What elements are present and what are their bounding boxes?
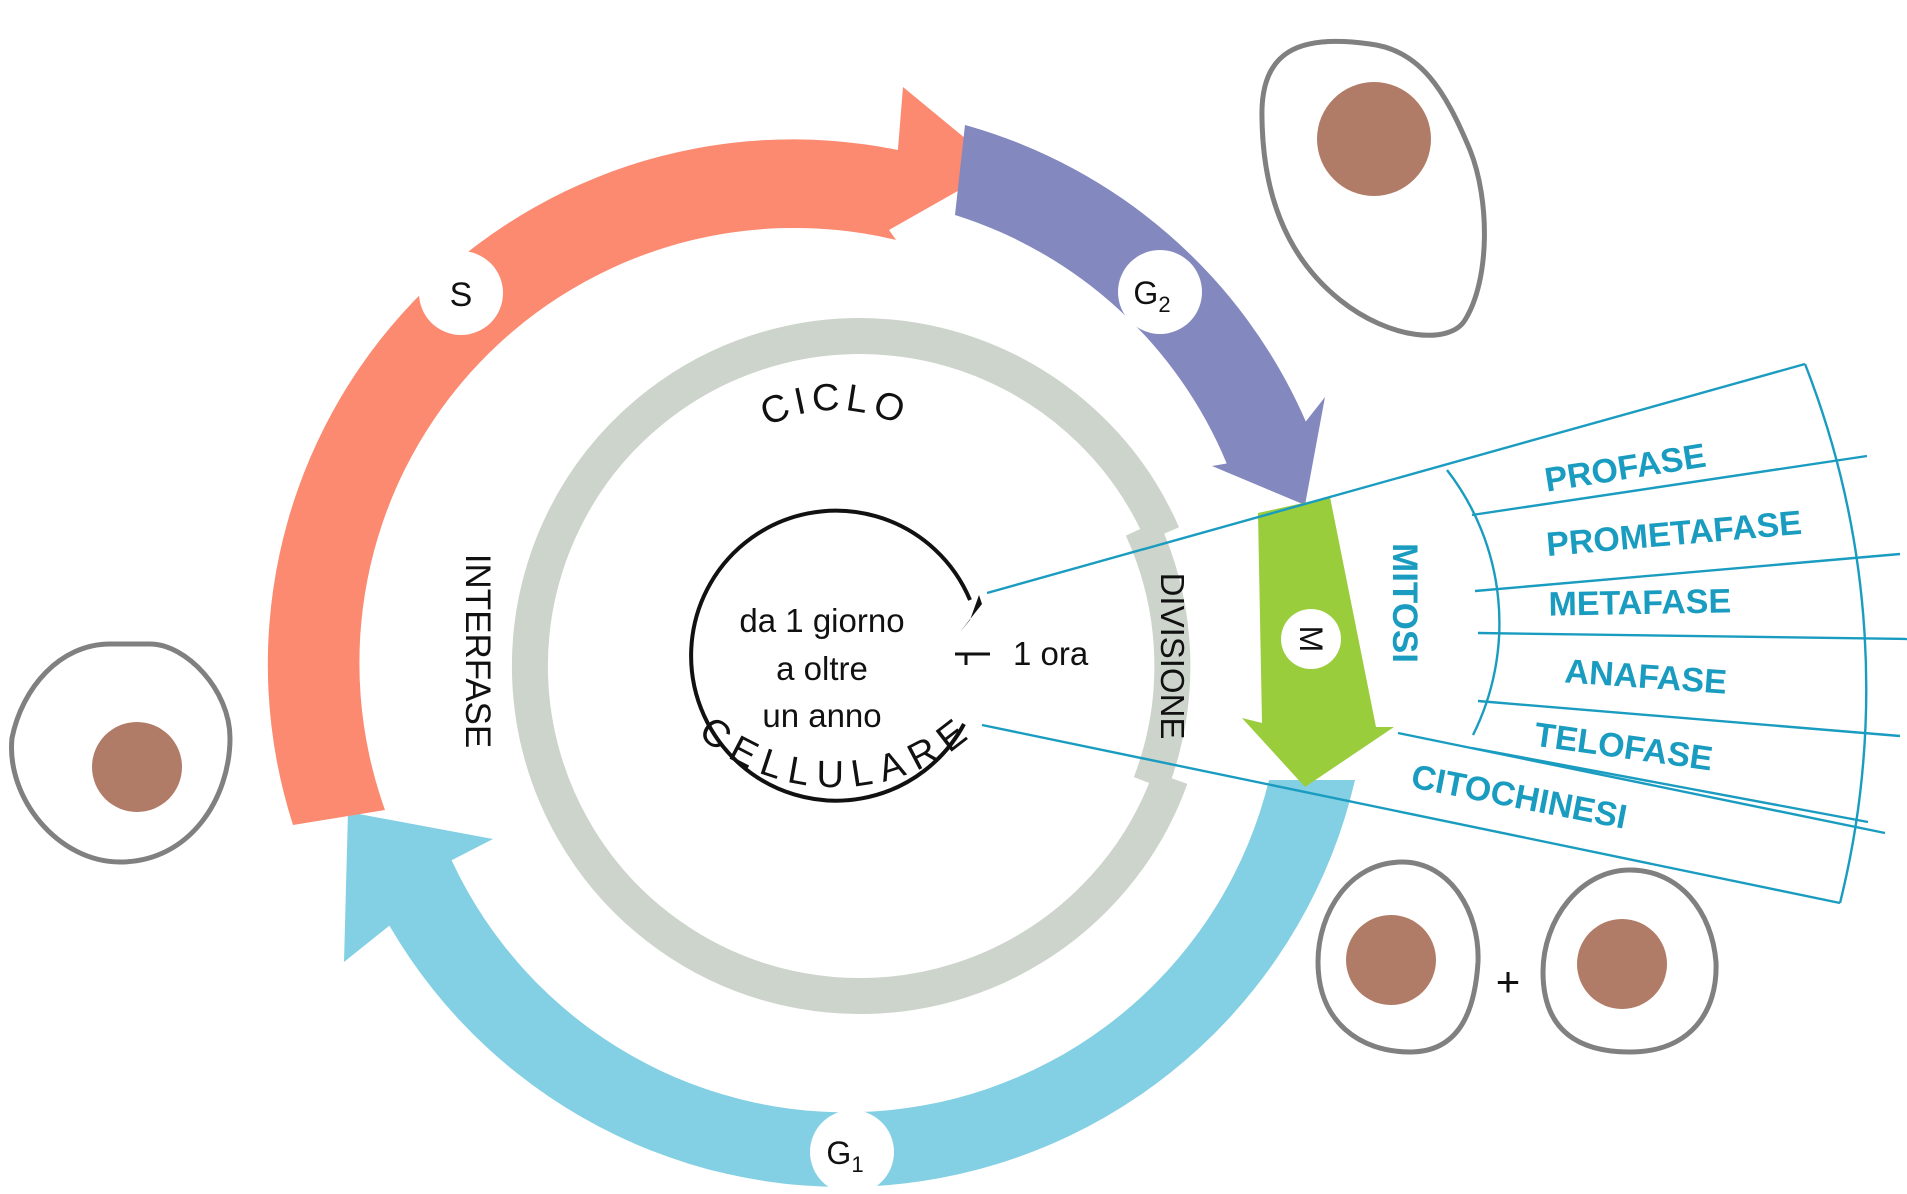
s-phase-arrow bbox=[267, 87, 1000, 825]
nucleus-icon bbox=[1577, 919, 1667, 1009]
nucleus-icon bbox=[1346, 915, 1436, 1005]
nucleus-icon bbox=[92, 722, 182, 812]
mitosis-title: MITOSI bbox=[1385, 543, 1424, 663]
stage-profase: PROFASE bbox=[1542, 437, 1708, 500]
stage-telofase: TELOFASE bbox=[1532, 716, 1715, 779]
g1-label-badge: G1 bbox=[810, 1110, 894, 1194]
s-label-badge: S bbox=[419, 251, 503, 335]
mitosis-duration: 1 ora bbox=[1013, 635, 1089, 672]
interphase-label: INTERFASE bbox=[458, 554, 497, 748]
daughter-cell-right bbox=[1540, 867, 1719, 1055]
cytokinesis-label: CITOCHINESI bbox=[1408, 758, 1630, 837]
stage-anafase: ANAFASE bbox=[1563, 652, 1728, 701]
division-label: DIVISIONE bbox=[1154, 573, 1191, 740]
stage-prometafase: PROMETAFASE bbox=[1545, 504, 1804, 564]
g2-label-badge: G2 bbox=[1118, 250, 1202, 334]
g2-label: G2 bbox=[1133, 275, 1170, 317]
cell-g1 bbox=[9, 641, 233, 865]
cell-g2 bbox=[1259, 38, 1487, 338]
daughter-cell-left bbox=[1315, 859, 1481, 1055]
s-label: S bbox=[450, 276, 473, 314]
m-label-badge: M bbox=[1281, 609, 1341, 669]
duration-line-3: un anno bbox=[762, 697, 881, 734]
g1-phase-arrow bbox=[344, 780, 1355, 1188]
duration-line-1: da 1 giorno bbox=[739, 602, 904, 639]
g1-label: G1 bbox=[826, 1135, 863, 1177]
interphase-ring bbox=[511, 318, 1188, 1015]
cycle-top-label: CICLO bbox=[755, 376, 915, 434]
plus-sign: + bbox=[1496, 958, 1521, 1005]
m-label: M bbox=[1293, 626, 1329, 653]
duration-line-2: a oltre bbox=[776, 650, 868, 687]
nucleus-icon bbox=[1317, 82, 1431, 196]
stage-metafase: METAFASE bbox=[1548, 582, 1731, 623]
arrow-head-icon bbox=[960, 595, 982, 632]
division-ring-segment bbox=[1125, 520, 1191, 790]
cycle-loop bbox=[689, 508, 990, 803]
mitosis-panel bbox=[981, 362, 1907, 905]
